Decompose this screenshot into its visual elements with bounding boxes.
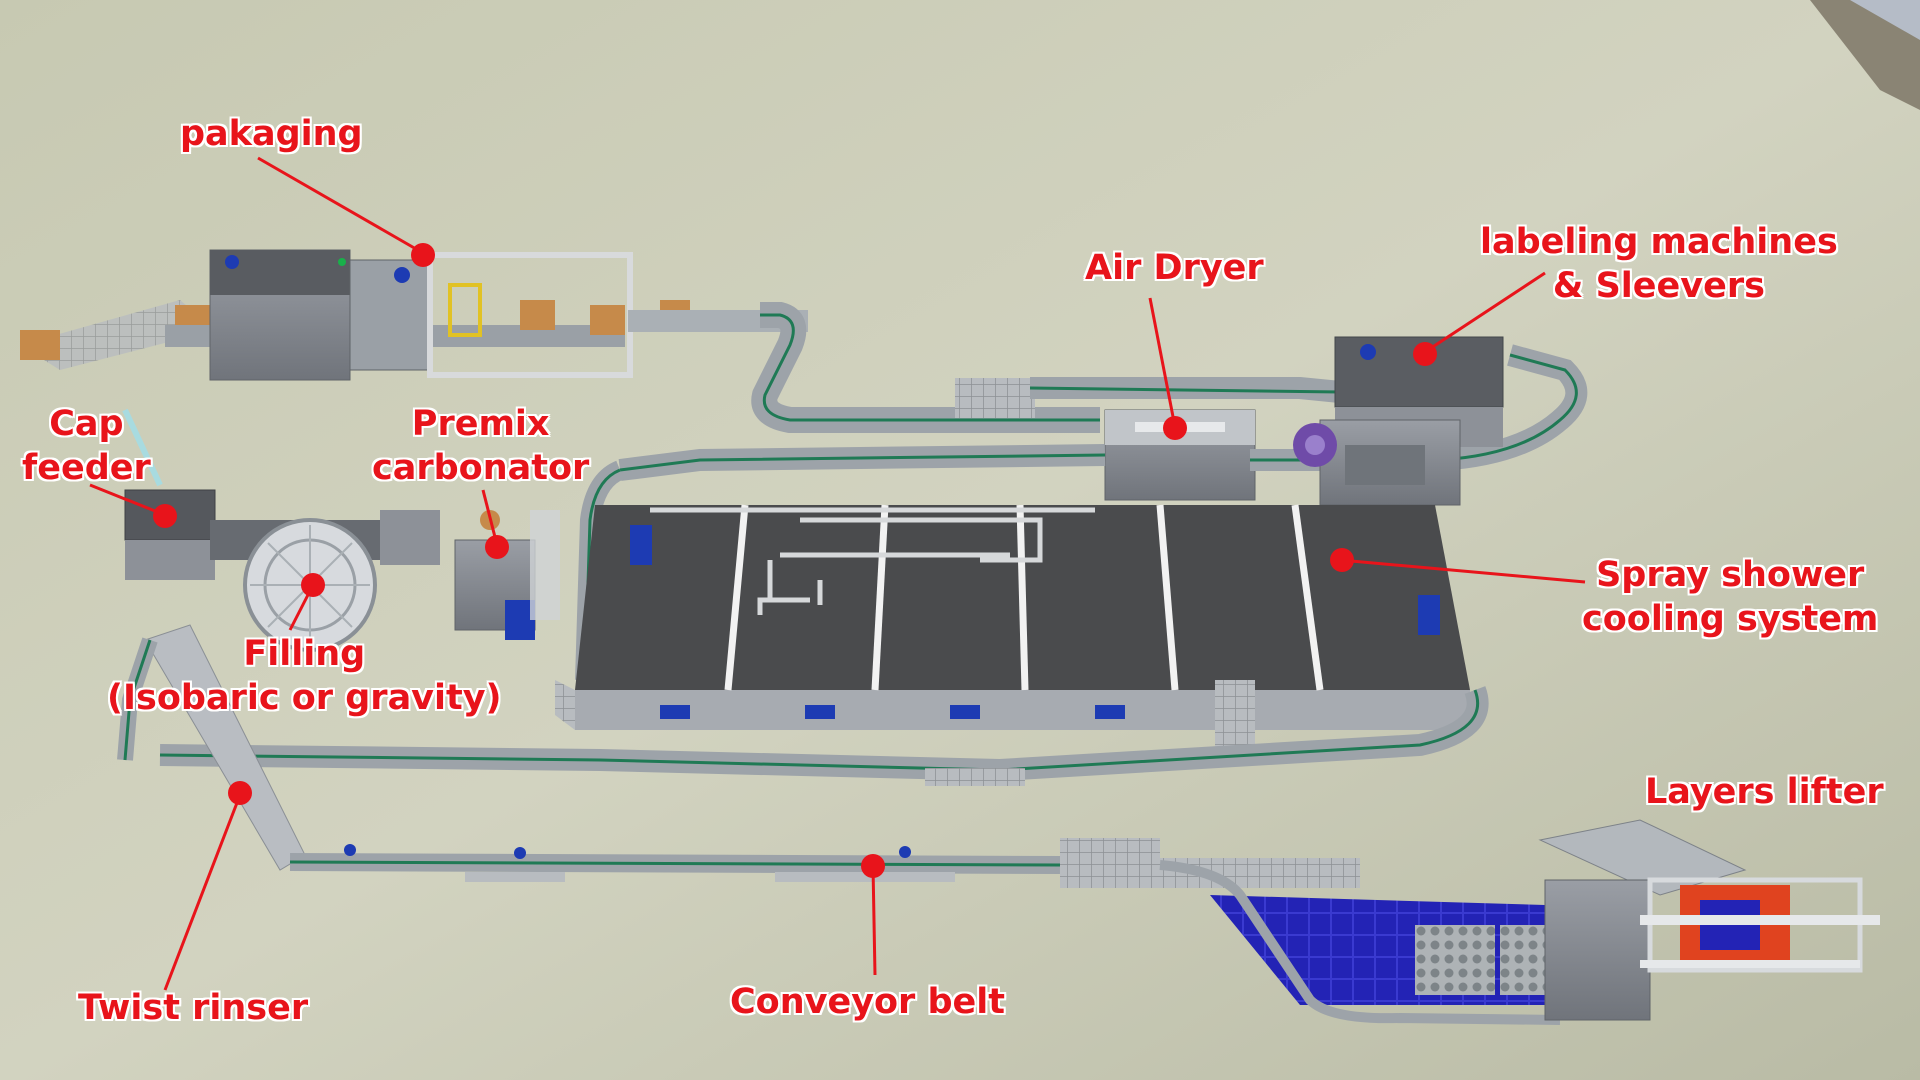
label-twist-rinser-text: Twist rinser [78, 988, 309, 1028]
label-filling-line2: (Isobaric or gravity) [107, 678, 502, 718]
label-spray-shower: Spray shower cooling system [1582, 553, 1878, 641]
label-air-dryer: Air Dryer [1085, 246, 1264, 290]
cooling-tunnel [555, 504, 1470, 760]
label-conveyor-belt-text: Conveyor belt [730, 982, 1006, 1022]
label-spray-line2: cooling system [1582, 599, 1879, 639]
label-premix-carbonator: Premix carbonator [372, 402, 589, 490]
label-conveyor-belt: Conveyor belt [730, 980, 1005, 1024]
callout-dots [153, 243, 1437, 878]
label-cap-line2: feeder [22, 448, 151, 488]
label-air-dryer-text: Air Dryer [1085, 248, 1264, 288]
label-filling-line1: Filling [243, 634, 366, 674]
label-spray-line1: Spray shower [1596, 555, 1865, 595]
label-packaging: pakaging [180, 112, 363, 156]
label-labeling-line1: labeling machines [1480, 222, 1838, 262]
layers-lifter-section [1060, 819, 1880, 1025]
packaging-section [20, 249, 808, 381]
label-premix-line1: Premix [411, 404, 550, 444]
building-corner [1810, 0, 1920, 110]
label-labeling-line2: & Sleevers [1552, 266, 1765, 306]
label-layers-lifter: Layers lifter [1645, 770, 1884, 814]
label-twist-rinser: Twist rinser [78, 986, 308, 1030]
label-labeling-machines: labeling machines & Sleevers [1480, 220, 1838, 308]
label-filling: Filling (Isobaric or gravity) [107, 632, 502, 720]
label-cap-feeder: Cap feeder [22, 402, 151, 490]
callouts [89, 156, 1586, 991]
label-layers-lifter-text: Layers lifter [1645, 772, 1884, 812]
label-cap-line1: Cap [49, 404, 124, 444]
label-premix-line2: carbonator [372, 448, 590, 488]
label-packaging-text: pakaging [180, 114, 363, 154]
